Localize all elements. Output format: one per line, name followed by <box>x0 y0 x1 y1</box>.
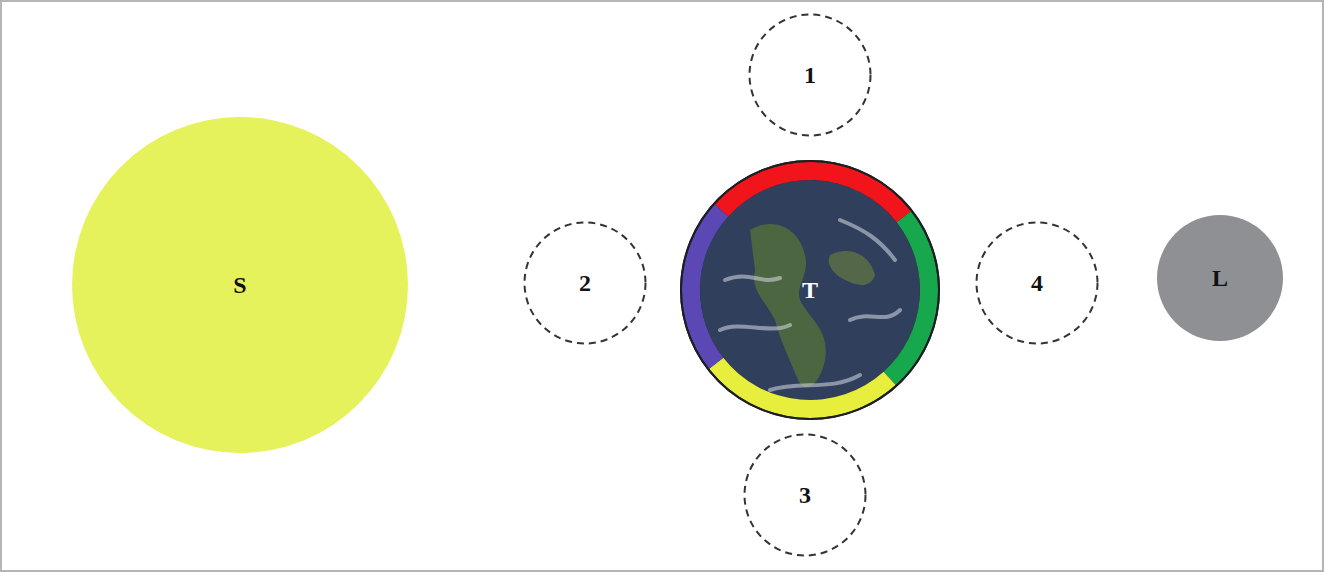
position-circle <box>525 223 646 344</box>
earth-globe <box>700 180 920 400</box>
position-circle-node: 2 <box>523 221 647 345</box>
position-circle-node: 1 <box>748 13 872 137</box>
node-label: 4 <box>1031 271 1043 295</box>
position-circle <box>750 15 871 136</box>
node-label: 2 <box>579 271 591 295</box>
node-label: 1 <box>804 63 816 87</box>
ring-yellow <box>709 358 896 418</box>
position-circle <box>745 435 866 556</box>
ring-green <box>884 211 938 385</box>
ring-purple <box>682 204 728 368</box>
earth-outline <box>680 160 940 420</box>
position-circle <box>977 223 1098 344</box>
moon-disc <box>1157 215 1283 341</box>
moon-node: L <box>1157 215 1283 341</box>
position-circle-node: 4 <box>975 221 1099 345</box>
earth-land <box>829 251 875 285</box>
node-label: L <box>1212 266 1228 290</box>
node-label: T <box>802 278 818 302</box>
sun-disc <box>72 117 408 453</box>
node-label: 3 <box>799 483 811 507</box>
sun-node: S <box>72 117 408 453</box>
position-circle-node: 3 <box>743 433 867 557</box>
ring-red <box>715 162 911 222</box>
node-label: S <box>233 273 246 297</box>
earth-node: T <box>680 160 940 420</box>
earth-land <box>750 224 826 387</box>
earth-rim <box>681 161 939 419</box>
earth-clouds <box>720 220 900 390</box>
